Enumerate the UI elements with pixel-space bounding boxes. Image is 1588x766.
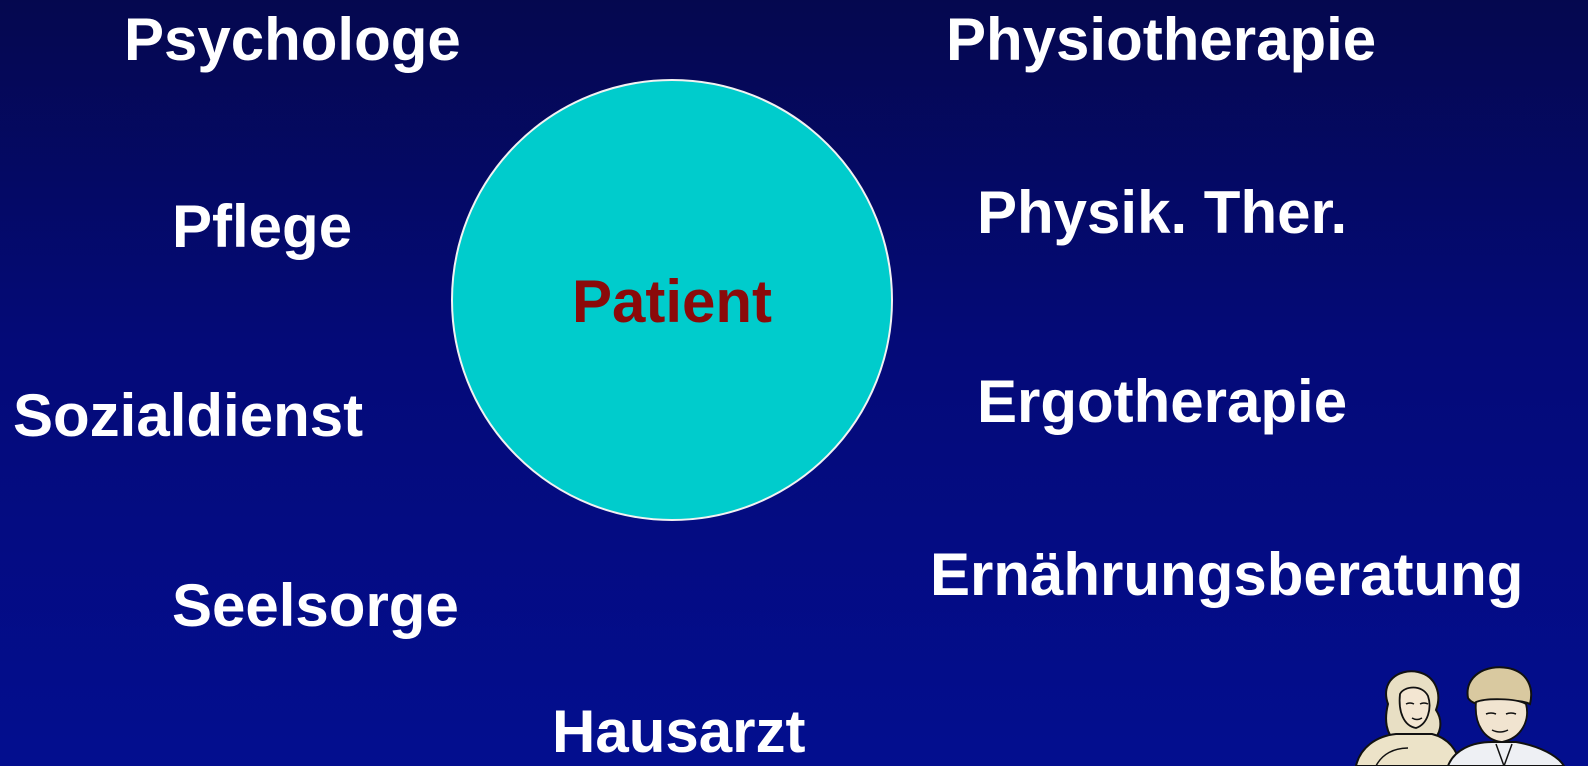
label-psychologe: Psychologe xyxy=(124,6,461,73)
label-pflege: Pflege xyxy=(172,193,353,260)
label-ernaehrungsberatung: Ernährungsberatung xyxy=(930,541,1524,608)
person-man xyxy=(1446,666,1566,766)
two-people-clipart-icon xyxy=(1354,666,1566,766)
label-hausarzt: Hausarzt xyxy=(552,698,806,765)
label-sozialdienst: Sozialdienst xyxy=(13,382,364,449)
label-seelsorge: Seelsorge xyxy=(172,572,459,639)
label-physik-ther: Physik. Ther. xyxy=(977,179,1348,246)
patient-label: Patient xyxy=(571,268,773,335)
label-physiotherapie: Physiotherapie xyxy=(946,6,1377,73)
label-ergotherapie: Ergotherapie xyxy=(977,368,1348,435)
person-woman xyxy=(1354,670,1462,766)
patient-circle: Patient xyxy=(451,79,893,521)
